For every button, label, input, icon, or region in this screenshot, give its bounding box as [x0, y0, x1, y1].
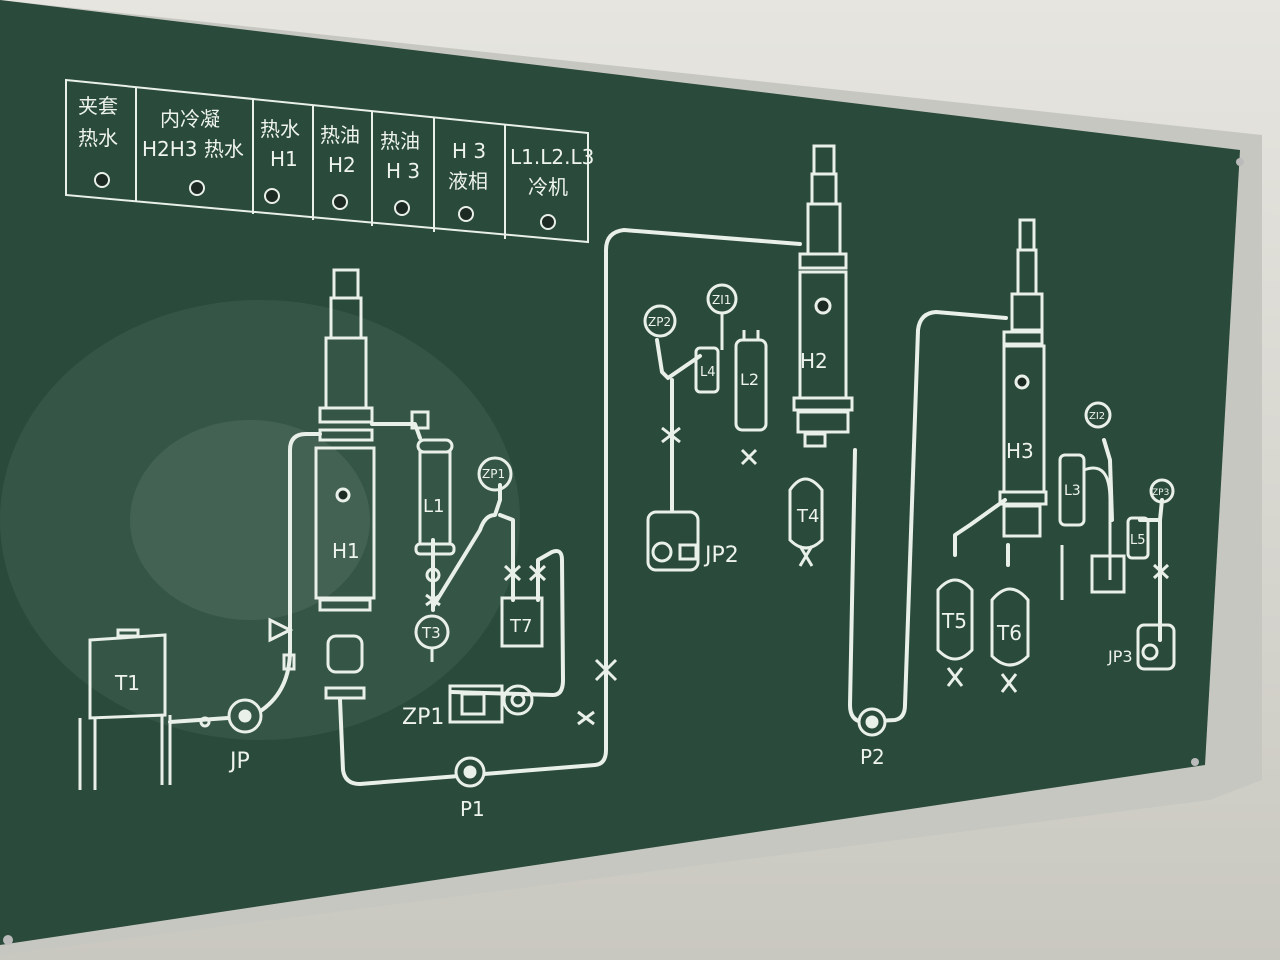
legend-item-2-line1: 内冷凝 [160, 107, 220, 131]
vessel-t3 [414, 614, 450, 662]
pump-p1 [454, 756, 486, 788]
trap-l5 [1126, 516, 1150, 560]
frame-screw [1236, 158, 1244, 166]
legend-item-7-line2: 冷机 [528, 175, 568, 199]
label-zp1-pump: ZP1 [402, 705, 444, 730]
legend-item-6-line2: 液相 [448, 169, 488, 193]
legend-sockets [94, 172, 556, 230]
gauge-zp1 [477, 456, 513, 492]
receiver-t4 [788, 477, 824, 567]
label-zi2: ZI2 [1089, 411, 1105, 422]
label-t6: T6 [996, 621, 1022, 645]
condenser-l3 [1058, 453, 1126, 600]
legend-item-4-line1: 热油 [320, 123, 360, 147]
vacuum-pump-zp1 [448, 684, 534, 724]
chalkboard [0, 0, 1240, 945]
label-jp2: JP2 [703, 543, 739, 568]
receiver-t6 [990, 587, 1030, 693]
label-zp3: ZP3 [1152, 488, 1169, 498]
legend-item-5-line1: 热油 [380, 129, 420, 153]
gauge-zi2 [1084, 401, 1112, 429]
label-t7: T7 [509, 616, 532, 637]
legend-item-1-line2: 热水 [78, 126, 118, 150]
label-t3: T3 [421, 624, 441, 642]
pump-p2 [857, 707, 887, 737]
vessel-t7 [500, 564, 547, 648]
label-h1: H1 [332, 539, 360, 563]
label-t4: T4 [796, 506, 819, 527]
lighting-shine [0, 300, 520, 740]
condenser-l1 [410, 410, 456, 607]
legend-panel [65, 78, 589, 244]
label-zp1-gauge: ZP1 [482, 467, 505, 481]
legend-item-3-line1: 热水 [260, 117, 300, 141]
label-zi1: ZI1 [712, 293, 731, 307]
label-jp3: JP3 [1107, 647, 1133, 666]
label-p2: P2 [860, 745, 885, 769]
condenser-l2 [734, 330, 768, 432]
label-h3: H3 [1006, 439, 1034, 463]
gauge-zp2 [643, 304, 677, 338]
label-h2: H2 [800, 349, 828, 373]
legend-item-5-line2: H 3 [386, 159, 420, 183]
label-t5: T5 [941, 609, 967, 633]
label-l5: L5 [1130, 533, 1146, 548]
frame-screw [3, 935, 13, 945]
legend-item-3-line2: H1 [270, 147, 298, 171]
legend-texts: 夹套 热水 内冷凝 H2H3 热水 热水 H1 热油 H2 热油 H 3 H 3… [78, 94, 594, 199]
legend-item-4-line2: H2 [328, 153, 356, 177]
vacuum-pump-jp2 [646, 510, 700, 572]
column-h1 [314, 268, 376, 700]
legend-item-1-line1: 夹套 [78, 94, 118, 118]
legend-item-2-line2: H2H3 热水 [142, 137, 244, 161]
label-jp: JP [228, 749, 250, 774]
label-l2: L2 [740, 370, 759, 389]
label-l3: L3 [1064, 483, 1081, 499]
vacuum-pump-jp3 [1136, 623, 1176, 671]
column-h2 [792, 144, 854, 448]
gauge-zp3 [1149, 478, 1175, 504]
label-l1: L1 [423, 496, 444, 517]
legend-item-7-line1: L1.L2.L3 [510, 145, 594, 169]
trap-l4 [694, 313, 724, 394]
frame-screw [1191, 758, 1199, 766]
label-p1: P1 [460, 797, 485, 821]
label-t1: T1 [114, 671, 140, 695]
pump-jp [199, 617, 296, 734]
column-h3 [998, 218, 1048, 538]
legend-item-6-line1: H 3 [452, 139, 486, 163]
label-zp2: ZP2 [648, 315, 671, 329]
receiver-t5 [936, 578, 974, 687]
valve-symbols [577, 426, 1170, 726]
label-l4: L4 [700, 365, 716, 380]
tank-t1 [78, 628, 172, 790]
